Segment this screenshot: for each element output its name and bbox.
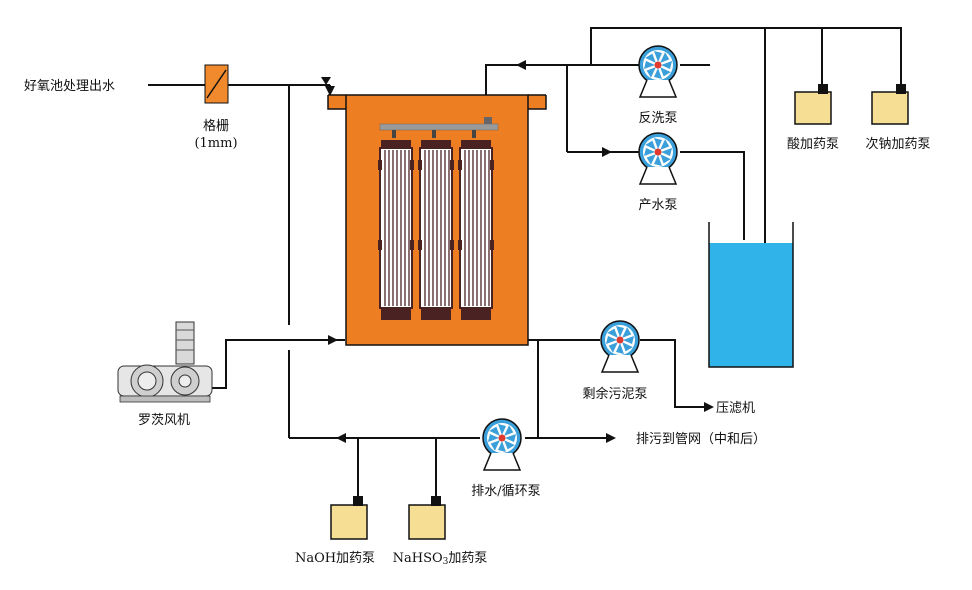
blower-label: 罗茨风机 bbox=[138, 413, 190, 428]
blower-icon bbox=[117, 321, 213, 403]
sludge-pump-icon bbox=[600, 320, 640, 373]
nahso-pump-label-suffix: 加药泵 bbox=[448, 551, 487, 566]
hypo-tank-icon bbox=[871, 84, 909, 125]
mbr-tank bbox=[327, 94, 547, 346]
screen-label: 格栅 bbox=[203, 118, 229, 134]
product-pump-label: 产水泵 bbox=[638, 198, 677, 213]
membrane-module-1 bbox=[377, 139, 415, 321]
product-pump-icon bbox=[638, 132, 678, 185]
drain-pump-icon bbox=[482, 418, 522, 471]
drain-pump-label: 排水/循环泵 bbox=[471, 484, 540, 499]
nahso-tank-icon bbox=[408, 496, 446, 540]
filter-press-label: 压滤机 bbox=[716, 401, 755, 416]
product-water-tank bbox=[708, 222, 794, 368]
screen-size-label: (1mm) bbox=[194, 136, 237, 151]
influent-label: 好氧池处理出水 bbox=[24, 79, 115, 94]
sludge-pump-label: 剩余污泥泵 bbox=[582, 386, 647, 402]
hypo-pump-label: 次钠加药泵 bbox=[865, 136, 930, 152]
membrane-module-3 bbox=[457, 139, 495, 321]
acid-tank-icon bbox=[794, 84, 832, 125]
naoh-tank-icon bbox=[330, 496, 368, 540]
membrane-module-2 bbox=[417, 139, 455, 321]
nahso-pump-label-subscript: 3 bbox=[443, 557, 449, 567]
nahso-pump-label: NaHSO3加药泵 bbox=[393, 551, 488, 567]
discharge-label: 排污到管网（中和后） bbox=[636, 432, 766, 447]
backwash-pump-icon bbox=[638, 45, 678, 98]
pipe-network bbox=[148, 27, 902, 500]
naoh-pump-label: NaOH加药泵 bbox=[295, 551, 375, 566]
backwash-pump-label: 反洗泵 bbox=[638, 111, 677, 126]
flow-arrows bbox=[321, 60, 714, 443]
screen-icon bbox=[204, 64, 229, 104]
nahso-pump-label-prefix: NaHSO bbox=[393, 551, 443, 566]
acid-pump-label: 酸加药泵 bbox=[787, 137, 839, 152]
